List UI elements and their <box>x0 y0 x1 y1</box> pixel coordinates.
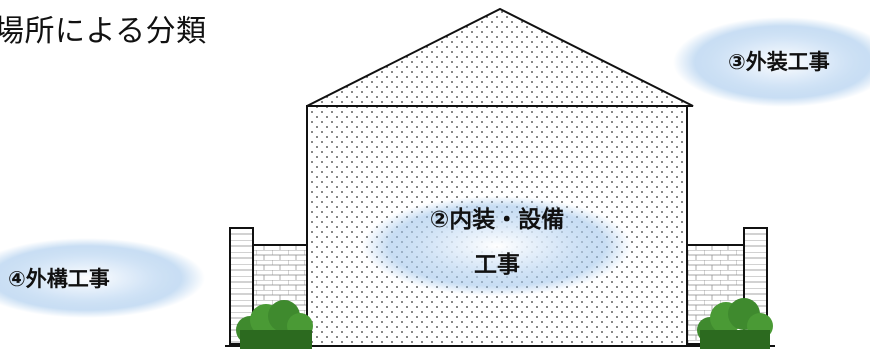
label-exterior-structure: ④外構工事 <box>8 267 110 291</box>
right-bush <box>697 298 773 349</box>
label-interior-line2: 工事 <box>474 252 520 278</box>
left-bush <box>236 300 313 349</box>
label-interior-line1: ②内装・設備 <box>429 207 565 233</box>
label-exterior: ③外装工事 <box>728 50 830 74</box>
page-title: 場所による分類 <box>0 14 207 49</box>
exterior-structure-glow <box>0 238 205 318</box>
roof <box>306 7 694 107</box>
exterior-glow <box>673 17 870 107</box>
interior-glow <box>362 196 632 296</box>
